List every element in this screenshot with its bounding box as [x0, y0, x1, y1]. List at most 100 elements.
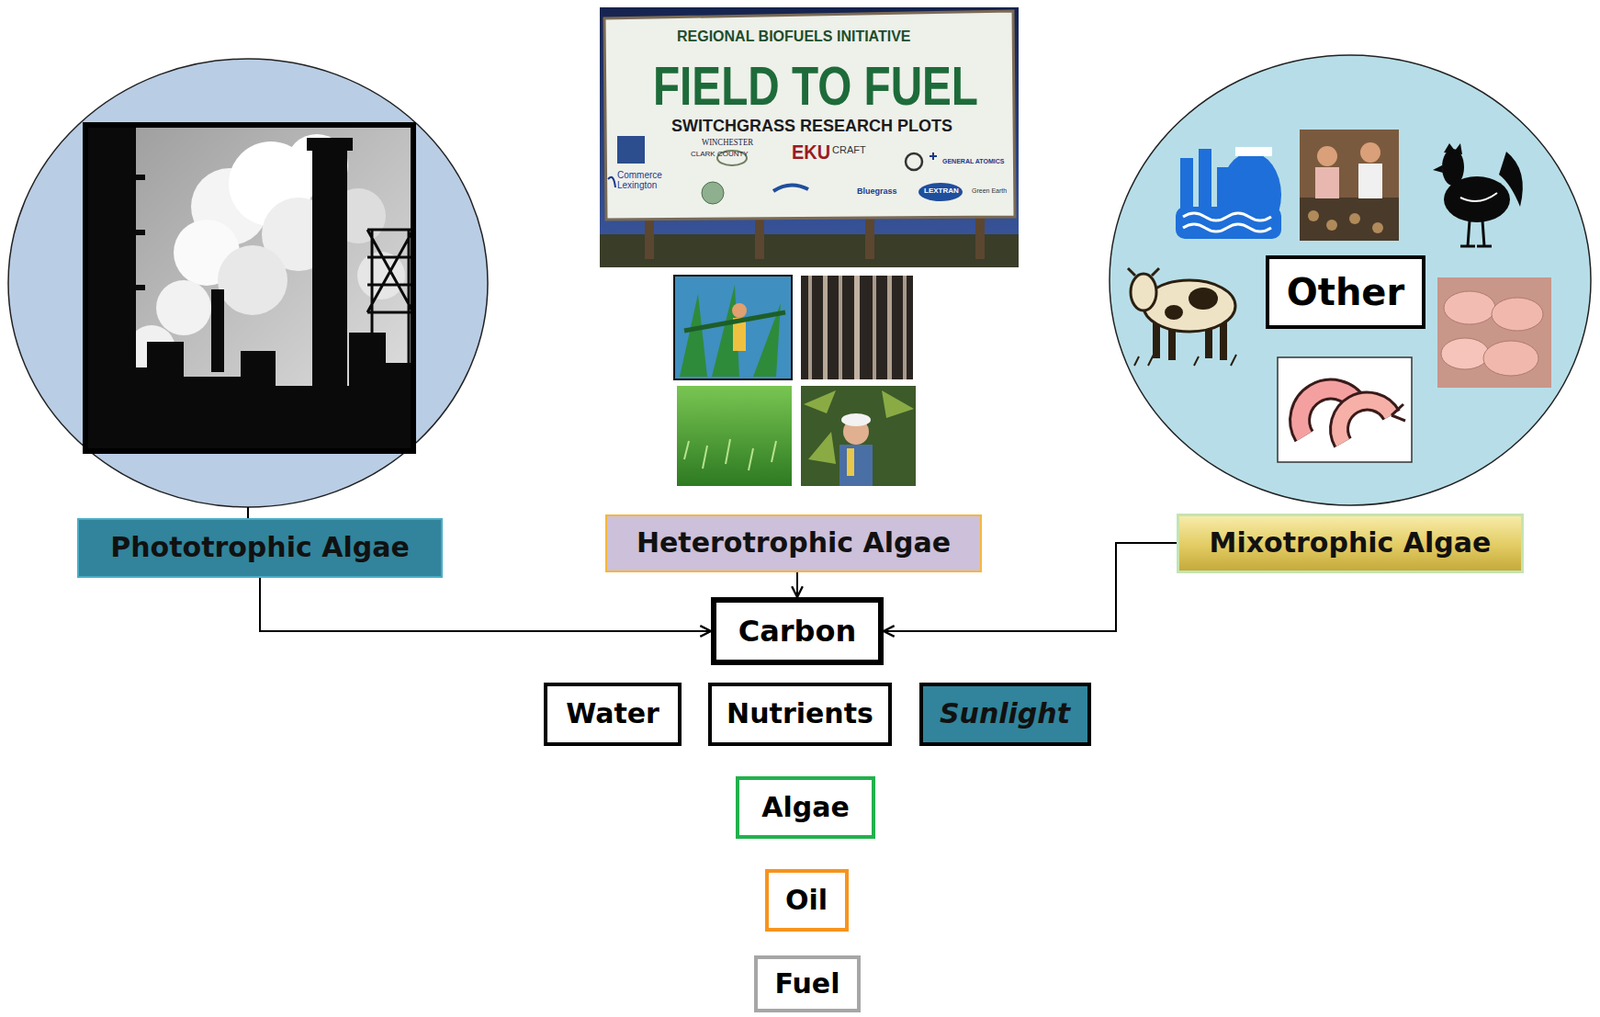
- node-label: Fuel: [775, 968, 841, 1001]
- algae-type-box: Heterotrophic Algae: [605, 514, 982, 573]
- sponsor-logo: [608, 177, 616, 188]
- piglet: [1483, 340, 1539, 376]
- rooster-head: [1442, 148, 1465, 186]
- sponsor-logo: [617, 135, 645, 164]
- node-label: Oil: [785, 884, 828, 917]
- node-label: Other: [1286, 270, 1405, 314]
- stack-ladder: [135, 174, 146, 181]
- flow-arrow: [796, 572, 799, 598]
- grass-tufts: [1134, 354, 1237, 366]
- sign-text: Bluegrass: [856, 187, 898, 196]
- node-label: Mixotrophic Algae: [1209, 527, 1492, 560]
- shrimp-outline: [1339, 401, 1392, 443]
- shrimp-tail: [1391, 404, 1406, 421]
- photo-frame: [1437, 277, 1552, 388]
- sign-post: [865, 213, 875, 260]
- cane-stalk: [684, 312, 786, 331]
- worker-figure: [1360, 142, 1381, 163]
- tree-trunk: [838, 275, 843, 380]
- water-waves: [1183, 213, 1272, 232]
- node-label: Sunlight: [939, 698, 1071, 731]
- worker-figure: [1317, 146, 1338, 167]
- smokestack: [211, 289, 225, 372]
- power-plant-photo: [85, 124, 414, 451]
- node-label: Carbon: [738, 614, 857, 649]
- produce: [1326, 219, 1338, 231]
- node-label: Water: [565, 698, 660, 731]
- sign-text: CLARK COUNTY: [690, 150, 749, 158]
- tree-trunk: [854, 275, 860, 380]
- piglet: [1443, 291, 1496, 325]
- cow-patch: [1164, 304, 1184, 320]
- billboard-photo: [599, 7, 1019, 268]
- plant-silhouette: [85, 332, 414, 451]
- rooster-legs: [1460, 220, 1492, 247]
- cow-horns: [1127, 268, 1160, 276]
- sign-text: CRAFT: [832, 145, 867, 157]
- stack-ladder: [135, 229, 146, 236]
- worker-figure: [1315, 167, 1340, 199]
- tree-trunk: [822, 275, 828, 380]
- sugarcane-picture: [674, 275, 792, 380]
- tree-trunk: [902, 275, 907, 380]
- forest-picture: [800, 275, 913, 380]
- sponsor-logo: [905, 153, 923, 170]
- sign-post: [754, 213, 765, 260]
- photo-frame: [800, 385, 916, 486]
- category-box: Other: [1265, 255, 1426, 329]
- food-processing-photo: [1299, 129, 1399, 241]
- product-box: Fuel: [754, 955, 861, 1013]
- water-basin: [1175, 206, 1282, 239]
- sponsor-logo: [701, 181, 724, 204]
- sponsor-logo: [773, 184, 809, 192]
- faucet: [1235, 146, 1273, 157]
- shrimp-icon: [1277, 357, 1412, 462]
- stack-ladder: [135, 284, 146, 291]
- photo-frame: [800, 275, 913, 380]
- sign-text: Green Earth: [971, 187, 1007, 194]
- rooster-beak: [1432, 165, 1443, 173]
- cow-leg: [1219, 321, 1228, 361]
- produce: [1349, 213, 1361, 225]
- icon-frame: [1277, 357, 1412, 462]
- smoke-cloud: [217, 245, 288, 316]
- product-box: Oil: [765, 868, 849, 932]
- input-box: Sunlight: [919, 682, 1092, 746]
- product-box: Algae: [735, 776, 876, 839]
- photo-frame: [674, 275, 792, 380]
- conveyor: [1299, 197, 1399, 241]
- sponsor-logo: [929, 152, 937, 160]
- child-figure: [839, 444, 873, 486]
- rooster-wing: [1460, 192, 1498, 202]
- sponsor-logo: [918, 182, 963, 202]
- input-box: Nutrients: [708, 682, 892, 746]
- produce: [1307, 210, 1319, 222]
- rooster-icon: [1432, 143, 1523, 247]
- node-label: Nutrients: [726, 698, 874, 731]
- corn-picture: [800, 385, 916, 486]
- input-box: Carbon: [710, 597, 884, 665]
- stack-cap: [306, 137, 353, 151]
- sign-text: EKU: [791, 141, 831, 163]
- algae-type-box: Mixotrophic Algae: [1176, 513, 1524, 574]
- tree-trunk: [808, 275, 812, 380]
- node-label: Algae: [761, 791, 850, 824]
- rooster-comb: [1443, 143, 1463, 155]
- pigs-photo: [1437, 277, 1552, 388]
- photo-ground: [599, 234, 1019, 268]
- produce: [1372, 222, 1384, 234]
- photo-frame: [676, 385, 792, 486]
- child-cap: [841, 413, 871, 427]
- photo-sky: [85, 124, 414, 451]
- input-box: Water: [543, 682, 682, 746]
- source-circle: [8, 58, 488, 508]
- photo-frame: [1299, 129, 1399, 241]
- shrimp-body: [1339, 401, 1392, 443]
- tree-trunk: [887, 275, 892, 380]
- photo-sky: [599, 7, 1019, 268]
- source-circle: [1109, 55, 1591, 506]
- cow-head: [1130, 273, 1157, 311]
- flow-arrow: [259, 577, 711, 632]
- photo-frame: [85, 124, 414, 451]
